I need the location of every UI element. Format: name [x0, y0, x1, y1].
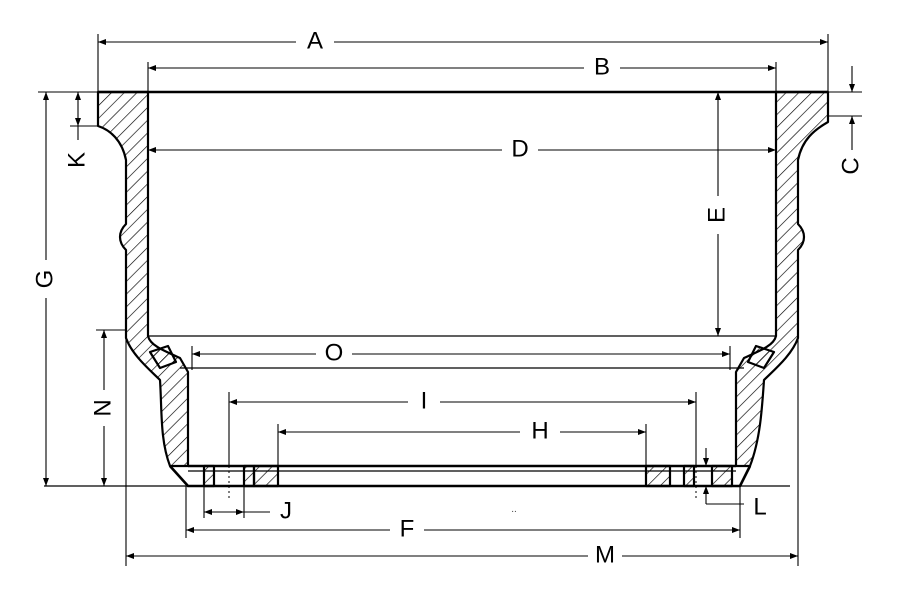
label-k: K [63, 152, 90, 168]
label-c: C [837, 157, 864, 174]
dimension-h [277, 424, 647, 466]
dimension-d [148, 147, 776, 153]
label-b: B [594, 53, 610, 80]
label-l: L [753, 493, 766, 520]
right-step-fillet [746, 344, 776, 370]
label-d: D [511, 135, 528, 162]
dimension-f [185, 486, 741, 538]
label-o: O [325, 339, 344, 366]
right-bolt-hole [644, 464, 734, 500]
dimension-g [38, 91, 98, 486]
dimension-i [228, 392, 697, 466]
dimension-e [715, 92, 721, 336]
label-j: J [280, 497, 292, 524]
dimension-n [96, 329, 126, 486]
dimension-labels: A B C D E F G H I J K L M N O .. [31, 27, 864, 568]
stray-mark: .. [511, 504, 517, 515]
left-bolt-hole [202, 464, 280, 500]
label-a: A [307, 27, 323, 54]
dimension-l [703, 448, 744, 505]
drum-body [44, 90, 830, 500]
dimension-c [828, 66, 862, 150]
left-step-fillet [148, 344, 178, 370]
label-i: I [421, 387, 428, 414]
label-f: F [400, 515, 415, 542]
dimensions [38, 34, 862, 566]
label-n: N [89, 399, 116, 416]
dimension-k [70, 92, 98, 140]
dimension-a [97, 34, 829, 92]
label-e: E [703, 207, 730, 223]
label-g: G [31, 270, 58, 289]
dimension-b [147, 62, 777, 92]
dimension-m [125, 338, 799, 566]
dimension-o [191, 346, 731, 370]
label-m: M [595, 541, 615, 568]
dimension-j [203, 486, 270, 518]
label-h: H [531, 417, 548, 444]
right-wall-section [734, 90, 830, 468]
